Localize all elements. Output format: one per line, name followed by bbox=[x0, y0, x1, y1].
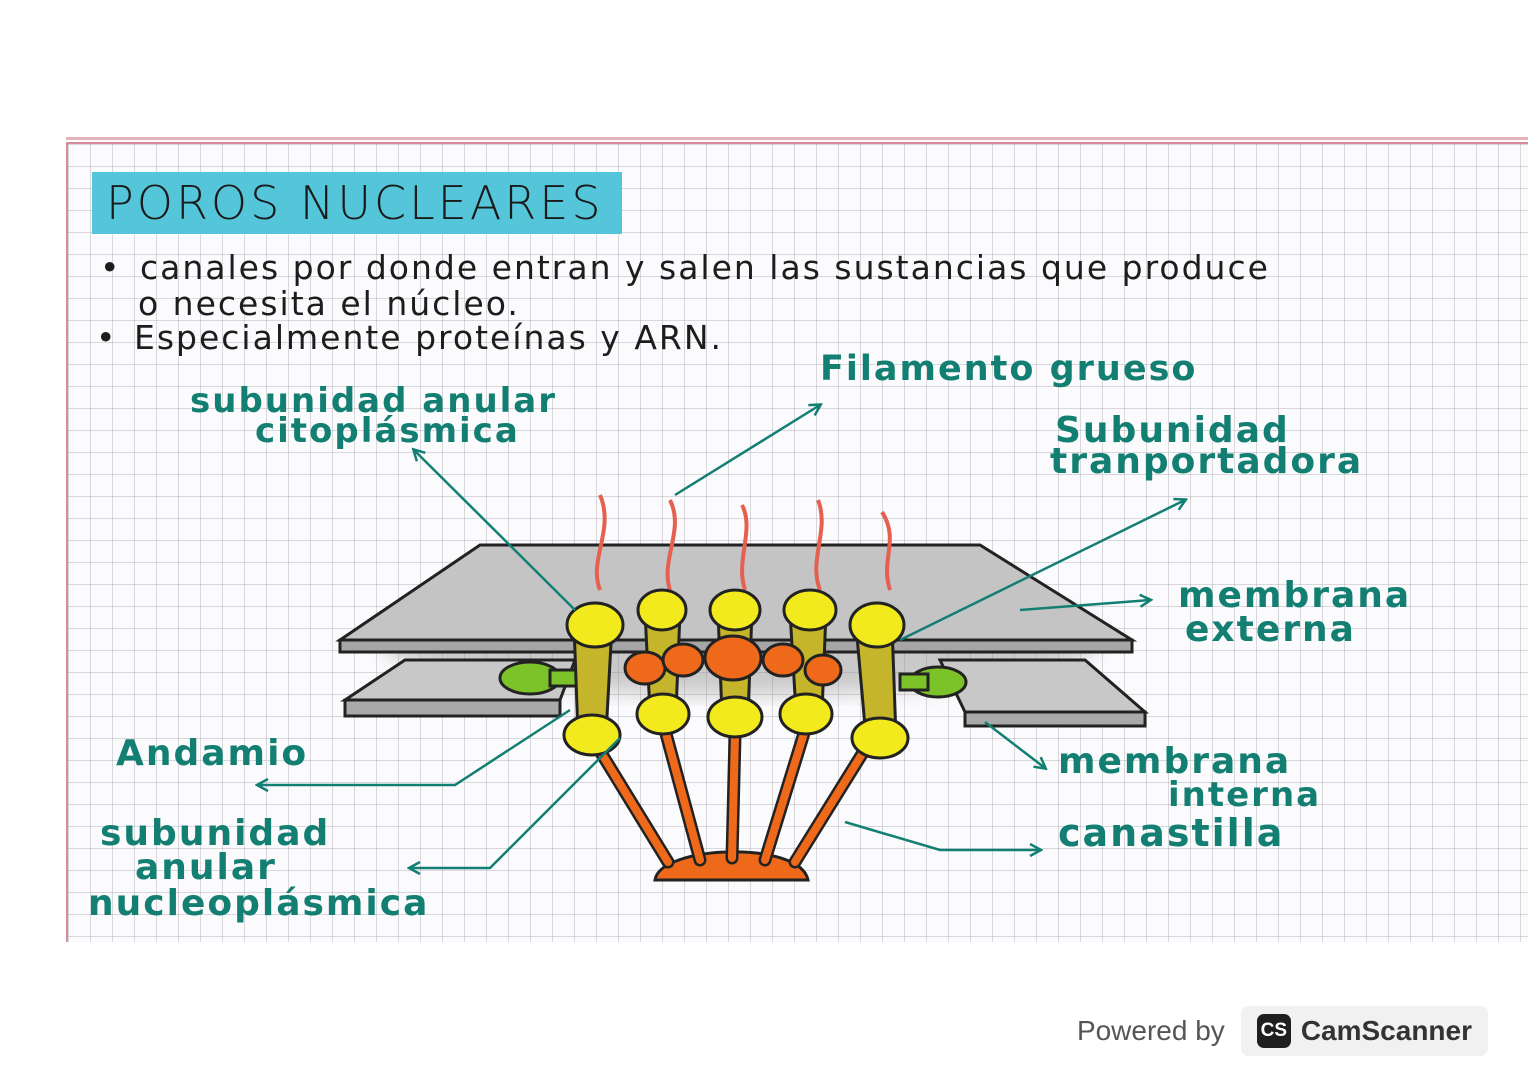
page-title: POROS NUCLEARES bbox=[106, 176, 604, 230]
label-membrana-externa-1: membrana bbox=[1178, 575, 1412, 616]
basket bbox=[585, 723, 879, 882]
arrow-nucleoplasmic-ring bbox=[410, 737, 621, 868]
subunit-column bbox=[848, 601, 910, 760]
thick-filaments bbox=[594, 494, 892, 591]
title-highlight: POROS NUCLEARES bbox=[92, 172, 622, 234]
label-andamio: Andamio bbox=[116, 733, 309, 774]
scaffold-connectors bbox=[498, 660, 968, 699]
label-subunidad-transportadora-1: Subunidad bbox=[1055, 410, 1290, 451]
arrow-inner-membrane bbox=[984, 721, 1045, 768]
arrow-cytoplasmic-ring bbox=[414, 450, 576, 611]
label-canastilla: canastilla bbox=[1058, 811, 1285, 855]
label-membrana-interna-1: membrana bbox=[1058, 741, 1292, 782]
camscanner-brand: CamScanner bbox=[1300, 1015, 1472, 1046]
bullet-dot: • bbox=[96, 318, 118, 357]
arrow-scaffold bbox=[258, 708, 571, 785]
subunit-column bbox=[562, 601, 625, 757]
bullet-dot: • bbox=[100, 248, 122, 287]
arrow-outer-membrane bbox=[1019, 600, 1150, 612]
label-subunidad-anular-nucleoplasmica-1: subunidad bbox=[100, 813, 331, 854]
grid-paper bbox=[66, 142, 1528, 942]
camscanner-badge: CS CamScanner bbox=[1240, 1006, 1488, 1056]
label-subunidad-anular-citoplasmica-2: citoplásmica bbox=[255, 411, 520, 451]
bullet-line-1: canales por donde entran y salen las sus… bbox=[140, 248, 1270, 287]
transporter-subunit bbox=[623, 634, 843, 687]
annular-subunits bbox=[562, 588, 910, 760]
arrow-transporter bbox=[899, 500, 1185, 642]
paper-top-line bbox=[66, 137, 1528, 140]
arrow-thick-filament bbox=[674, 405, 820, 497]
powered-by-text: Powered by bbox=[1076, 1015, 1225, 1046]
scanner-watermark: Powered by CS CamScanner bbox=[1077, 1006, 1488, 1056]
camscanner-logo-icon: CS bbox=[1256, 1014, 1291, 1048]
leader-arrows bbox=[258, 405, 1185, 868]
label-filamento-grueso: Filamento grueso bbox=[820, 349, 1198, 389]
label-subunidad-anular-citoplasmica-1: subunidad anular bbox=[190, 381, 558, 421]
arrow-basket bbox=[844, 820, 1040, 850]
bullet-line-2: o necesita el núcleo. bbox=[138, 284, 520, 323]
label-subunidad-transportadora-2: tranportadora bbox=[1050, 441, 1364, 482]
label-membrana-externa-2: externa bbox=[1185, 609, 1356, 650]
label-subunidad-anular-nucleoplasmica-3: nucleoplásmica bbox=[88, 883, 430, 924]
label-subunidad-anular-nucleoplasmica-2: anular bbox=[135, 847, 277, 888]
bullet-line-3: Especialmente proteínas y ARN. bbox=[134, 318, 723, 357]
label-membrana-interna-2: interna bbox=[1168, 775, 1322, 815]
